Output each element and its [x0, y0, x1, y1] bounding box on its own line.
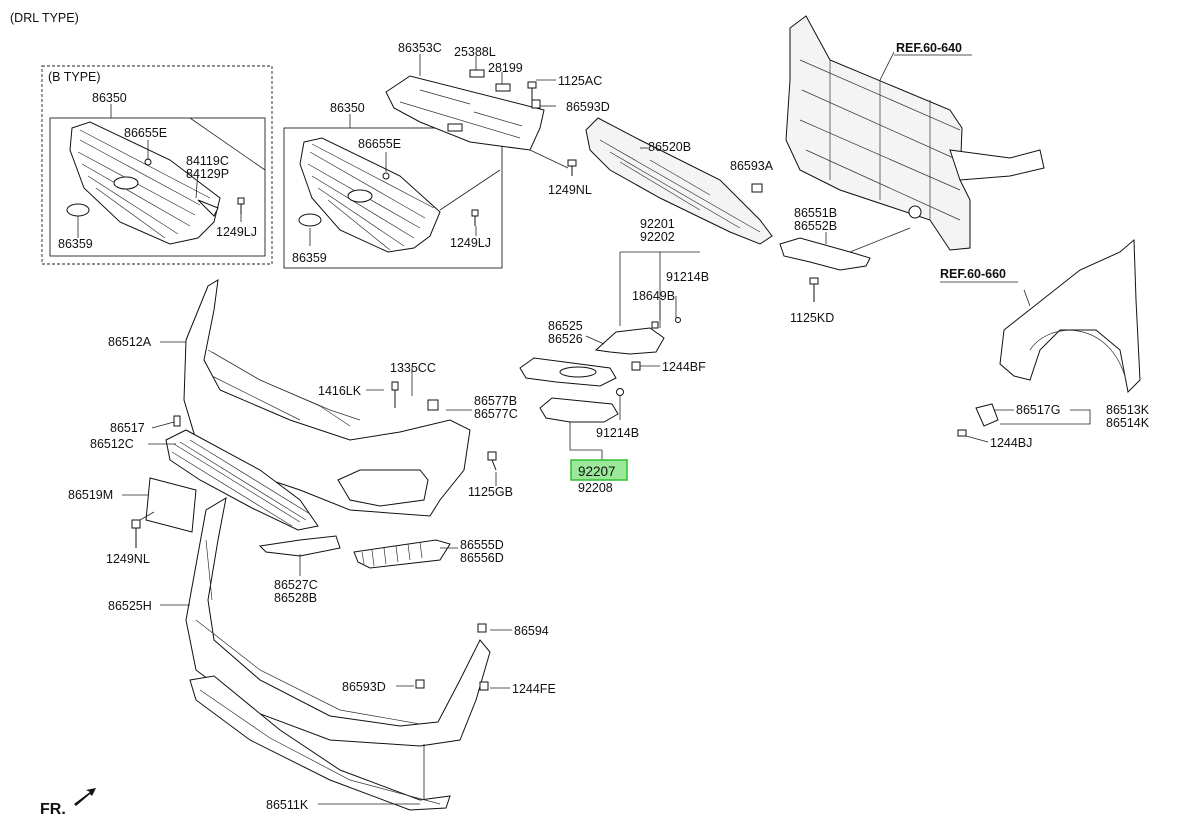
- front-direction-indicator: FR.: [40, 788, 96, 818]
- diagram-title: (DRL TYPE): [10, 11, 79, 25]
- label-86350[interactable]: 86350: [330, 101, 365, 115]
- lower-parts-group: 86519M 1249NL 86527C 86528B 86555D 86556…: [68, 477, 504, 605]
- label-86350-b[interactable]: 86350: [92, 91, 127, 105]
- label-86514K[interactable]: 86514K: [1106, 416, 1150, 430]
- label-86513K[interactable]: 86513K: [1106, 403, 1150, 417]
- label-86359-b[interactable]: 86359: [58, 237, 93, 251]
- label-86593D-top[interactable]: 86593D: [566, 100, 610, 114]
- label-1125KD[interactable]: 1125KD: [790, 311, 834, 325]
- label-86555D[interactable]: 86555D: [460, 538, 504, 552]
- emblem: [298, 213, 322, 227]
- label-1125GB[interactable]: 1125GB: [468, 485, 513, 499]
- label-18649B[interactable]: 18649B: [632, 289, 675, 303]
- label-86511K[interactable]: 86511K: [266, 798, 309, 812]
- front-bumper-group: 86512A 1335CC 1416LK 86577B 86577C 86517…: [90, 279, 518, 531]
- label-86519M[interactable]: 86519M: [68, 488, 113, 502]
- label-86593A[interactable]: 86593A: [730, 159, 774, 173]
- label-86655E-b[interactable]: 86655E: [124, 126, 167, 140]
- label-1249NL[interactable]: 1249NL: [106, 552, 150, 566]
- emblem-b-type: [66, 203, 90, 217]
- label-86517[interactable]: 86517: [110, 421, 145, 435]
- label-1244BJ[interactable]: 1244BJ: [990, 436, 1032, 450]
- label-92201[interactable]: 92201: [640, 217, 675, 231]
- label-1244BF[interactable]: 1244BF: [662, 360, 706, 374]
- label-28199[interactable]: 28199: [488, 61, 523, 75]
- label-1244FE[interactable]: 1244FE: [512, 682, 556, 696]
- label-1125AC[interactable]: 1125AC: [558, 74, 602, 88]
- label-86594[interactable]: 86594: [514, 624, 549, 638]
- label-86525H[interactable]: 86525H: [108, 599, 152, 613]
- label-86359[interactable]: 86359: [292, 251, 327, 265]
- label-91214B-a[interactable]: 91214B: [666, 270, 709, 284]
- bracket-86551b-group: 86551B 86552B 1125KD: [779, 206, 911, 325]
- label-86525[interactable]: 86525: [548, 319, 583, 333]
- label-25388L[interactable]: 25388L: [454, 45, 496, 59]
- label-86520B[interactable]: 86520B: [648, 140, 691, 154]
- label-91214B-b[interactable]: 91214B: [596, 426, 639, 440]
- label-1335CC[interactable]: 1335CC: [390, 361, 436, 375]
- label-86527C[interactable]: 86527C: [274, 578, 318, 592]
- label-1416LK[interactable]: 1416LK: [318, 384, 362, 398]
- label-86593D[interactable]: 86593D: [342, 680, 386, 694]
- label-92207[interactable]: 92207: [578, 464, 616, 479]
- b-type-inset: (B TYPE) 86350 86655E 84119C 84129P 8635…: [41, 65, 273, 265]
- grille-group: 86350 86655E 86359 1249LJ: [283, 101, 503, 269]
- label-92208[interactable]: 92208: [578, 481, 613, 495]
- upper-cover-group: 86353C 25388L 28199 1125AC 86593D 1249NL: [385, 41, 610, 197]
- bumper-beam-group: 86520B 86593A: [585, 117, 774, 245]
- label-86512C[interactable]: 86512C: [90, 437, 134, 451]
- fr-arrow-icon: [74, 788, 96, 806]
- highlight-box-92207[interactable]: [570, 459, 628, 481]
- label-86655E[interactable]: 86655E: [358, 137, 401, 151]
- label-1249LJ-b[interactable]: 1249LJ: [216, 225, 257, 239]
- b-type-label: (B TYPE): [48, 70, 101, 84]
- label-86526[interactable]: 86526: [548, 332, 583, 346]
- label-86552B[interactable]: 86552B: [794, 219, 837, 233]
- label-86551B[interactable]: 86551B: [794, 206, 837, 220]
- grille-b-type-drawing: [69, 121, 221, 245]
- label-86556D[interactable]: 86556D: [460, 551, 504, 565]
- label-1249LJ[interactable]: 1249LJ: [450, 236, 491, 250]
- fr-label: FR.: [40, 801, 66, 818]
- label-86517G[interactable]: 86517G: [1016, 403, 1060, 417]
- label-1249NL-top[interactable]: 1249NL: [548, 183, 592, 197]
- label-86577B[interactable]: 86577B: [474, 394, 517, 408]
- label-86353C[interactable]: 86353C: [398, 41, 442, 55]
- drl-lamp-group: 92201 92202 91214B 18649B 86525 86526 12…: [519, 217, 709, 495]
- license-plate-bracket: [145, 477, 197, 533]
- label-86512A[interactable]: 86512A: [108, 335, 152, 349]
- label-86528B[interactable]: 86528B: [274, 591, 317, 605]
- fender-group: REF.60-660 86517G 86513K 86514K 1244BJ: [940, 238, 1150, 450]
- lower-skid-group: 86525H 86594 86593D 1244FE 86511K: [108, 496, 556, 812]
- label-86577C[interactable]: 86577C: [474, 407, 518, 421]
- label-84129P[interactable]: 84129P: [186, 167, 229, 181]
- label-84119C[interactable]: 84119C: [186, 154, 229, 168]
- ref-60-640[interactable]: REF.60-640: [896, 41, 962, 55]
- ref-60-660[interactable]: REF.60-660: [940, 267, 1006, 281]
- label-92202[interactable]: 92202: [640, 230, 675, 244]
- radiator-support-group: REF.60-640: [785, 15, 1045, 251]
